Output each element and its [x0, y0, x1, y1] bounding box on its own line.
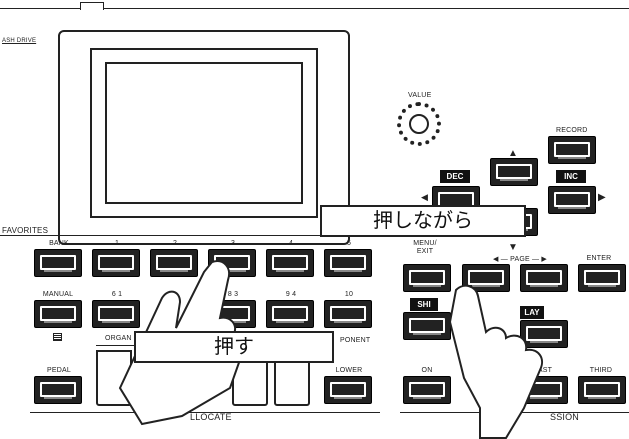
up-arrow-icon: ▲ — [508, 148, 519, 159]
allocate-label: LLOCATE — [190, 412, 232, 422]
fav-4-label: 4 — [288, 240, 294, 247]
favorite-1-button[interactable] — [92, 249, 140, 277]
favorite-4-button[interactable] — [266, 249, 314, 277]
favorites-line — [0, 235, 350, 236]
enter-button[interactable] — [578, 264, 626, 292]
fav-2-label: 2 — [172, 240, 178, 247]
display-inner — [105, 62, 303, 204]
pedal-label: PEDAL — [47, 367, 71, 374]
row2-label-3: 8 3 — [227, 291, 239, 298]
row2-button-5[interactable] — [324, 300, 372, 328]
allocate-line — [30, 412, 380, 413]
play-tag: LAY — [520, 306, 544, 319]
pedal-button[interactable] — [34, 376, 82, 404]
shift-button[interactable] — [403, 312, 451, 340]
percussion-label: SSION — [550, 412, 580, 422]
row2-button-1[interactable] — [92, 300, 140, 328]
row2-button-4[interactable] — [266, 300, 314, 328]
hold-callout: 押しながら — [320, 205, 526, 237]
bank-button[interactable] — [34, 249, 82, 277]
page-right-button[interactable] — [520, 264, 568, 292]
menu-exit-button[interactable] — [403, 264, 451, 292]
dec-tag: DEC — [440, 170, 470, 183]
record-label: RECORD — [556, 127, 588, 134]
favorites-title: FAVORITES — [2, 226, 49, 235]
flash-drive-label: ASH DRIVE — [2, 38, 37, 44]
organ-tab: ORGAN — [105, 335, 132, 342]
lower-button[interactable] — [324, 376, 372, 404]
page-label: ◀ — PAGE — ▶ — [493, 256, 547, 263]
organ-line — [96, 345, 136, 346]
shift-tag: SHI — [410, 298, 438, 311]
right-arrow-icon: ▶ — [598, 192, 606, 203]
manual-label: MANUAL — [42, 291, 74, 298]
top-border — [0, 8, 629, 9]
third-button[interactable] — [578, 376, 626, 404]
fav-1-label: 1 — [114, 240, 120, 247]
press-callout: 押す — [134, 331, 334, 363]
value-label: VALUE — [408, 92, 432, 99]
favorite-5-button[interactable] — [324, 249, 372, 277]
manual-button[interactable] — [34, 300, 82, 328]
row2-label-4: 9 4 — [285, 291, 297, 298]
display-screen — [90, 48, 318, 218]
list-icon — [53, 333, 62, 341]
enter-label: ENTER — [586, 255, 612, 262]
lower-label: LOWER — [335, 367, 363, 374]
left-arrow-icon: ◀ — [421, 192, 429, 202]
top-tab — [80, 2, 104, 10]
row2-label-1: 6 1 — [111, 291, 123, 298]
menu-exit-label: MENU/ EXIT — [413, 240, 437, 255]
down-arrow-icon: ▼ — [508, 242, 519, 253]
record-button[interactable] — [548, 136, 596, 164]
play-button[interactable] — [520, 320, 568, 348]
favorite-2-button[interactable] — [150, 249, 198, 277]
page-up-button[interactable] — [490, 158, 538, 186]
value-knob[interactable] — [397, 102, 441, 146]
bank-label: BANK — [49, 240, 69, 247]
right-hand-icon — [448, 284, 544, 439]
fast-label: FAST — [533, 367, 553, 374]
fav-5-label: 5 — [346, 240, 352, 247]
row2-label-5: 10 — [344, 291, 354, 298]
on-button[interactable] — [403, 376, 451, 404]
component-tab: PONENT — [340, 337, 371, 344]
third-label: THIRD — [589, 367, 613, 374]
inc-button[interactable] — [548, 186, 596, 214]
inc-tag: INC — [556, 170, 586, 183]
fav-3-label: 3 — [230, 240, 236, 247]
on-label: ON — [421, 367, 433, 374]
